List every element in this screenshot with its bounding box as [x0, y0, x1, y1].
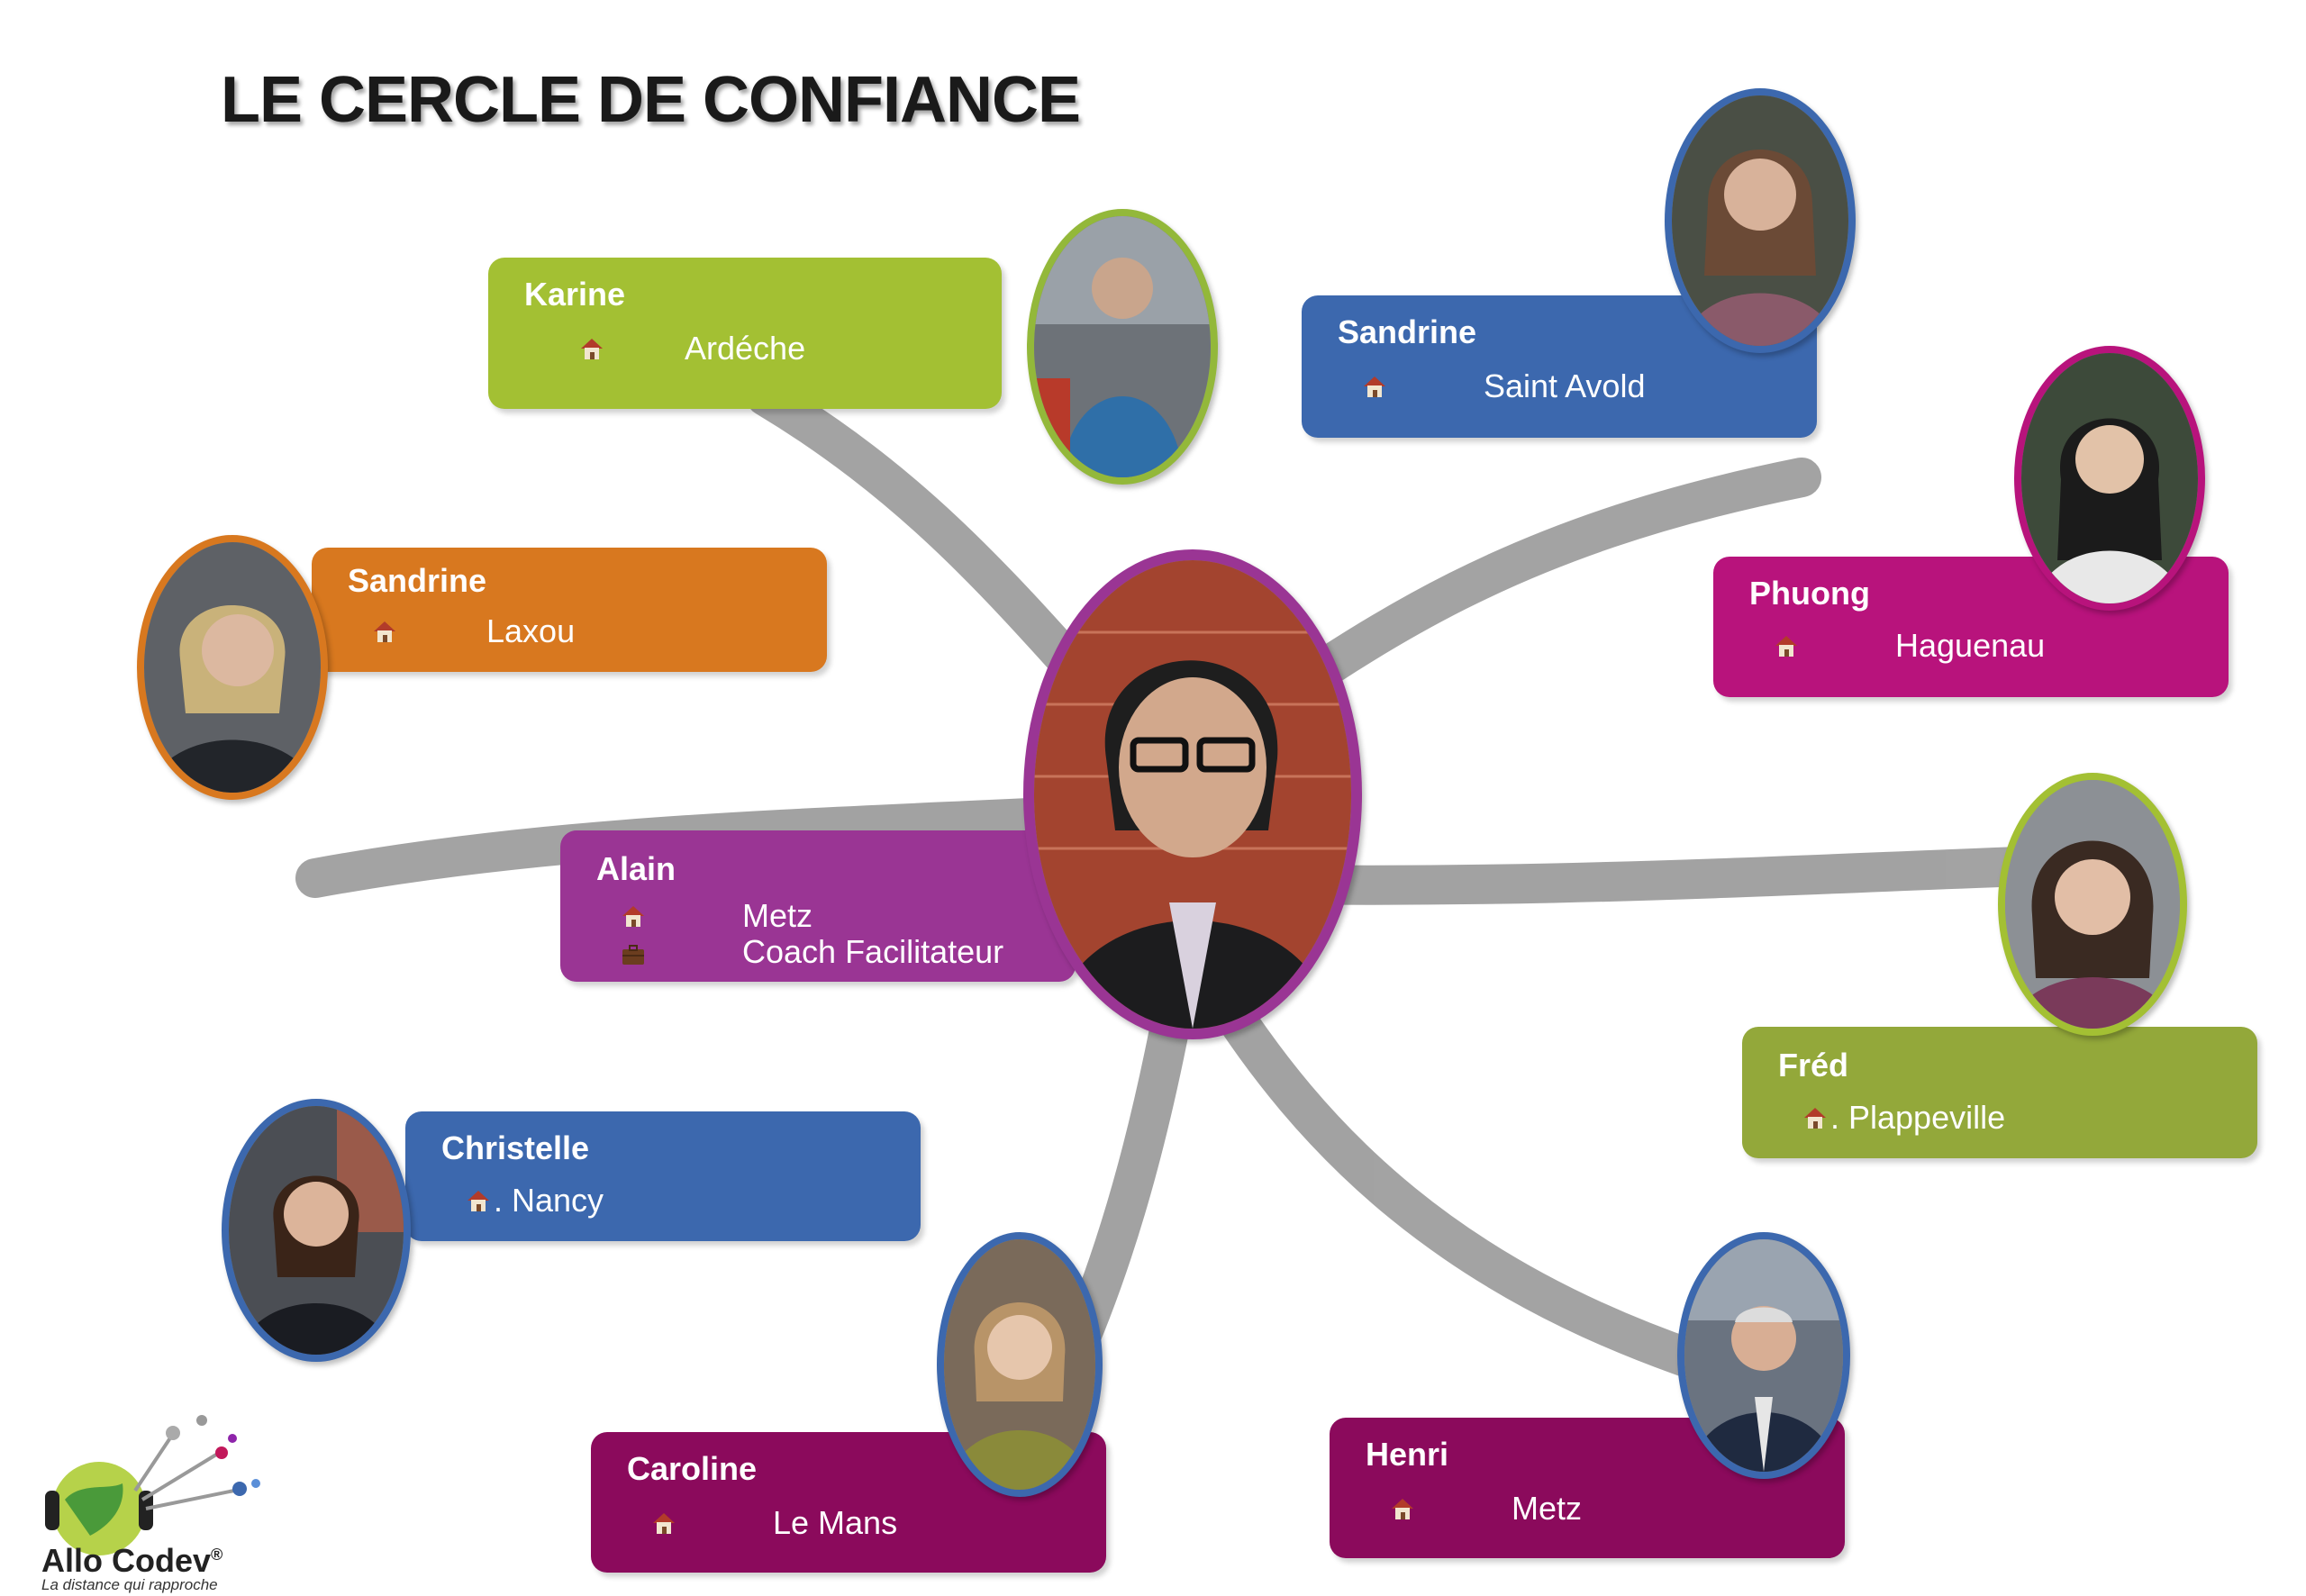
photo-sandrine-laxou	[137, 535, 328, 800]
center-name: Alain	[596, 850, 676, 887]
member-name: Sandrine	[348, 562, 487, 599]
member-city: . Nancy	[494, 1182, 604, 1219]
brand-tagline: La distance qui rapproche	[41, 1576, 218, 1593]
center-city: Metz	[742, 897, 813, 934]
photo-phuong	[2014, 346, 2205, 611]
house-icon	[1773, 632, 1800, 659]
photo-christelle	[222, 1099, 411, 1362]
house-icon	[1389, 1495, 1416, 1522]
card-alain: Alain Metz Coach Facilitateur	[560, 830, 1076, 982]
brand-logo	[36, 1401, 279, 1590]
center-role: Coach Facilitateur	[742, 933, 1004, 970]
member-name: Fréd	[1778, 1047, 1849, 1084]
card-henri: Henri Metz	[1330, 1418, 1845, 1558]
photo-fred	[1998, 773, 2187, 1036]
photo-caroline	[937, 1232, 1103, 1497]
connector-henri	[1187, 953, 1713, 1380]
member-city: Haguenau	[1895, 627, 2046, 664]
house-icon	[578, 335, 605, 362]
card-christelle: Christelle . Nancy	[405, 1111, 921, 1241]
house-icon	[1802, 1104, 1829, 1131]
member-name: Karine	[524, 276, 626, 313]
house-icon	[1361, 373, 1388, 400]
house-icon	[371, 618, 398, 645]
card-sandrine-laxou: Sandrine Laxou	[312, 548, 827, 672]
page-title: LE CERCLE DE CONFIANCE	[221, 64, 1081, 136]
house-icon	[650, 1510, 677, 1537]
house-icon	[620, 902, 647, 929]
member-name: Sandrine	[1338, 313, 1477, 350]
brand-registered-mark: ®	[211, 1546, 223, 1564]
briefcase-icon	[620, 939, 647, 966]
member-city: . Plappeville	[1830, 1099, 2006, 1136]
brand-name: Allo Codev®	[41, 1542, 222, 1580]
member-city: Le Mans	[773, 1504, 898, 1541]
photo-alain	[1023, 549, 1362, 1039]
card-fred: Fréd . Plappeville	[1742, 1027, 2257, 1158]
member-city: Metz	[1512, 1490, 1583, 1527]
brand-name-text: Allo Codev	[41, 1542, 212, 1579]
photo-henri	[1677, 1232, 1850, 1479]
member-city: Saint Avold	[1484, 367, 1646, 404]
member-name: Phuong	[1749, 575, 1870, 612]
card-karine: Karine Ardéche	[488, 258, 1002, 409]
member-name: Henri	[1366, 1436, 1449, 1473]
member-name: Christelle	[441, 1129, 590, 1166]
member-city: Laxou	[486, 612, 576, 649]
member-name: Caroline	[627, 1450, 758, 1487]
house-icon	[465, 1187, 492, 1214]
photo-karine	[1027, 209, 1218, 485]
card-phuong: Phuong Haguenau	[1713, 557, 2229, 697]
member-city: Ardéche	[685, 330, 806, 367]
photo-sandrine-saint-avold	[1665, 88, 1856, 353]
